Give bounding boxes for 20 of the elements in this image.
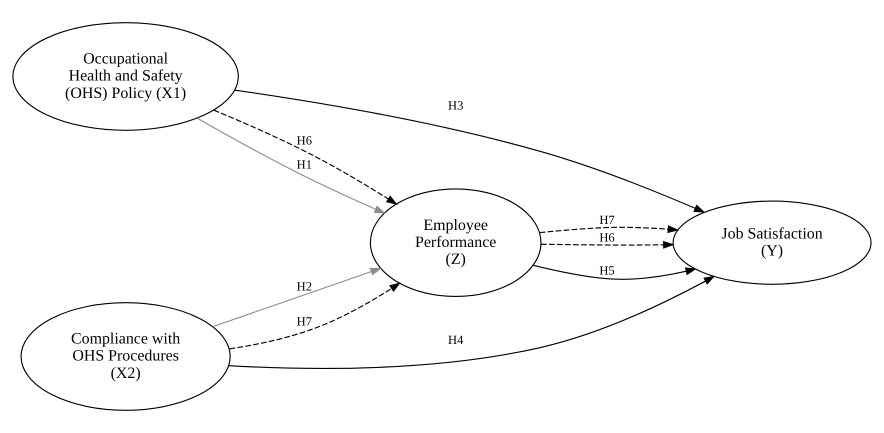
arrow [229,276,716,370]
edge-label: H3 [448,98,464,112]
arrow [541,240,674,249]
arrow [234,90,706,213]
edge-label: H2 [296,279,312,294]
edge-label: H6 [599,230,615,244]
node-ellipse: Occupational Health and Safety (OHS) Policy (X1) [12,22,239,131]
edge-label: H1 [296,157,312,172]
node-ellipse: Compliance with OHS Procedures (X2) [20,302,231,411]
arrow [214,110,398,205]
arrow [197,118,386,214]
arrow [230,282,401,350]
edge-label: H7 [599,213,615,228]
edge-label: H6 [296,134,312,148]
edge-label: H5 [599,263,615,278]
edge-label: H4 [448,332,464,347]
arrow [212,268,382,328]
arrow [533,264,697,280]
arrow [540,225,680,234]
edge-label: H7 [296,314,312,329]
